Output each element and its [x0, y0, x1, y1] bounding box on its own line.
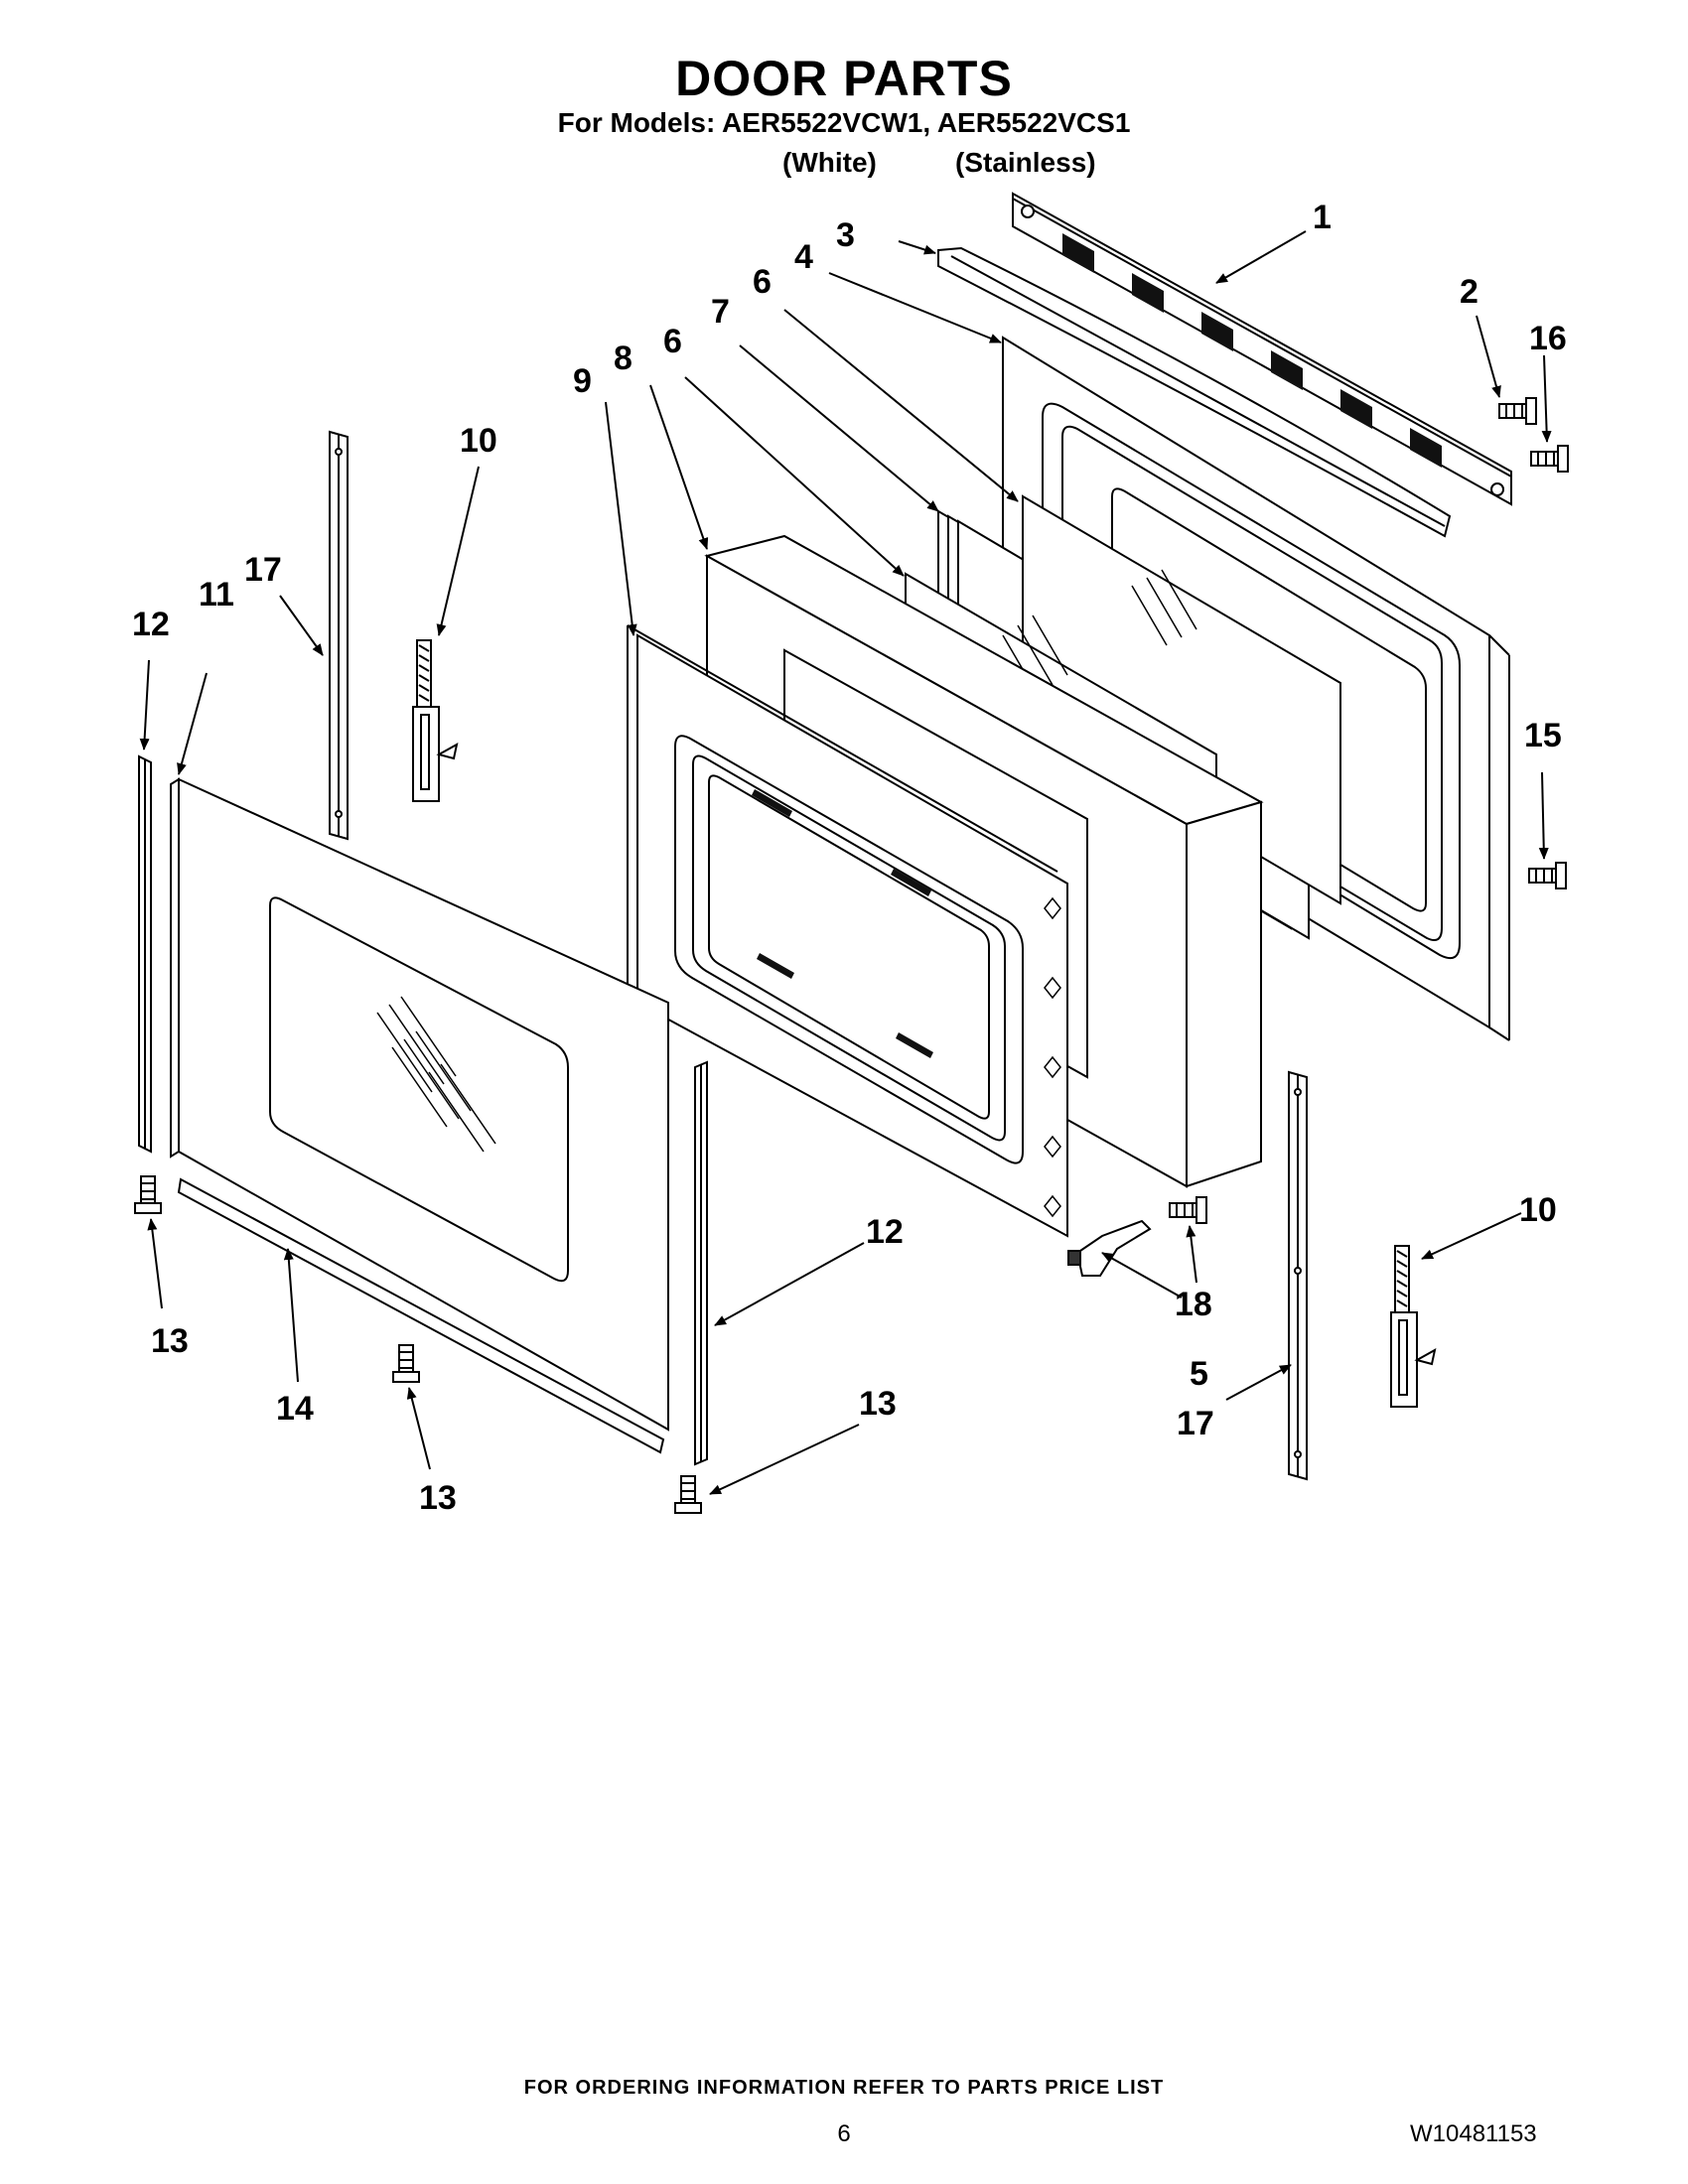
door-frame — [627, 624, 1068, 1238]
screw-15 — [1528, 862, 1567, 889]
ordering-note: FOR ORDERING INFORMATION REFER TO PARTS … — [523, 2077, 1165, 2099]
screw-13-left — [134, 1175, 162, 1214]
callout-12-left: 12 — [132, 606, 170, 643]
variant-stainless-label: (Stainless) — [955, 147, 1096, 178]
door-handle — [937, 246, 1452, 538]
side-trim-right — [694, 1060, 708, 1466]
screw-2 — [1498, 397, 1537, 425]
callout-10-right: 10 — [1519, 1191, 1557, 1229]
screw-16 — [1530, 445, 1569, 473]
callout-9: 9 — [573, 362, 592, 400]
hinge-right — [1390, 1245, 1437, 1408]
callout-11: 11 — [199, 576, 234, 614]
callout-labels: 1 2 3 4 5 6 6 7 8 9 10 10 11 12 12 13 13… — [132, 199, 1567, 1517]
callout-18: 18 — [1175, 1286, 1212, 1323]
side-trim-left — [138, 754, 152, 1154]
document-number: W10481153 — [1410, 2120, 1537, 2147]
callout-6-upper: 6 — [753, 263, 772, 301]
callout-10-left: 10 — [460, 422, 497, 460]
door-bracket — [1067, 1219, 1152, 1277]
callout-13-right: 13 — [859, 1385, 897, 1423]
callout-1: 1 — [1313, 199, 1332, 236]
models-subtitle: For Models: AER5522VCW1, AER5522VCS1 — [557, 107, 1131, 138]
callout-14: 14 — [276, 1390, 314, 1428]
callout-3: 3 — [836, 216, 855, 254]
hinge-channel-right — [1288, 1070, 1308, 1481]
variant-white-label: (White) — [782, 147, 877, 178]
callout-8: 8 — [614, 340, 633, 377]
callout-7: 7 — [711, 293, 730, 331]
page-title: DOOR PARTS — [675, 51, 1013, 106]
page-number: 6 — [837, 2120, 851, 2147]
callout-5: 5 — [1190, 1355, 1208, 1393]
screw-18 — [1169, 1196, 1207, 1224]
outer-door-panel — [170, 777, 669, 1432]
callout-6-lower: 6 — [663, 323, 682, 360]
callout-15: 15 — [1524, 717, 1562, 754]
callout-16: 16 — [1529, 320, 1567, 357]
callout-17-right: 17 — [1177, 1405, 1214, 1442]
hinge-left — [412, 639, 459, 802]
callout-12-right: 12 — [866, 1213, 904, 1251]
leader-lines — [139, 230, 1552, 1495]
callout-4: 4 — [794, 238, 813, 276]
screw-13-right — [674, 1475, 702, 1514]
hinge-channel-left — [329, 430, 349, 841]
callout-2: 2 — [1460, 273, 1478, 311]
bottom-trim — [177, 1177, 665, 1454]
screw-13-center — [392, 1344, 420, 1383]
callout-13-left: 13 — [151, 1322, 189, 1360]
vent-trim — [1012, 192, 1512, 506]
callout-13-center: 13 — [419, 1479, 457, 1517]
callout-17-left: 17 — [244, 551, 282, 589]
